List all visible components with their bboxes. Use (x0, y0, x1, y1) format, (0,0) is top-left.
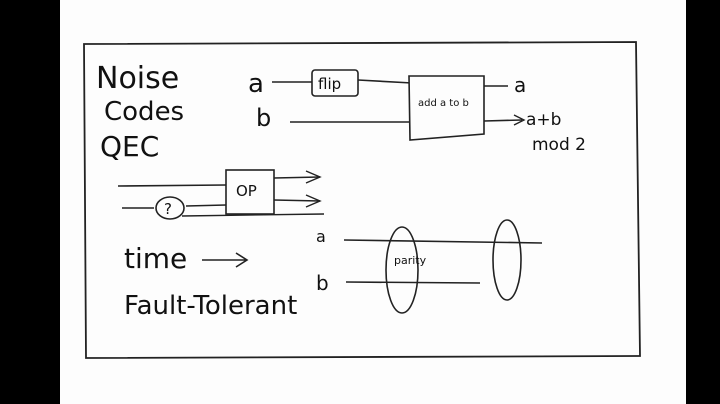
unknown-mark: ? (164, 200, 172, 218)
flip-gate (311, 69, 359, 97)
output-a-label: a (514, 73, 526, 97)
wire-a-label: a (248, 69, 264, 99)
time-arrow (202, 252, 249, 268)
wire-b-arrowhead (513, 114, 526, 126)
line-a-label: a (316, 227, 326, 246)
parity-label: parity (394, 254, 427, 267)
op-wires (117, 176, 321, 209)
op-gate (225, 169, 275, 215)
unknown-circle (155, 196, 185, 220)
parity-line-a (343, 239, 543, 244)
time-label: time (124, 242, 187, 275)
parity-ellipse-right (492, 219, 522, 301)
wire-b (290, 119, 523, 123)
topic-qec: QEC (100, 130, 159, 163)
wire-a (272, 79, 508, 87)
topic-codes: Codes (104, 97, 184, 127)
output-sum-label: a+b (526, 110, 561, 130)
add-gate (408, 75, 485, 141)
op-arrowheads (305, 170, 322, 208)
parity-ellipse-left (385, 226, 419, 314)
wire-b-label: b (256, 104, 271, 132)
add-gate-label: add a to b (418, 98, 469, 109)
slide-border (83, 41, 641, 359)
line-b-label: b (316, 271, 329, 295)
op-lower-wire (181, 213, 325, 217)
op-gate-label: OP (236, 182, 257, 200)
flip-gate-label: flip (318, 75, 341, 93)
output-mod-label: mod 2 (532, 135, 586, 155)
topic-noise: Noise (96, 61, 179, 96)
fault-tolerant-label: Fault-Tolerant (124, 291, 297, 321)
whiteboard-background (60, 0, 686, 404)
parity-line-b (345, 281, 481, 284)
